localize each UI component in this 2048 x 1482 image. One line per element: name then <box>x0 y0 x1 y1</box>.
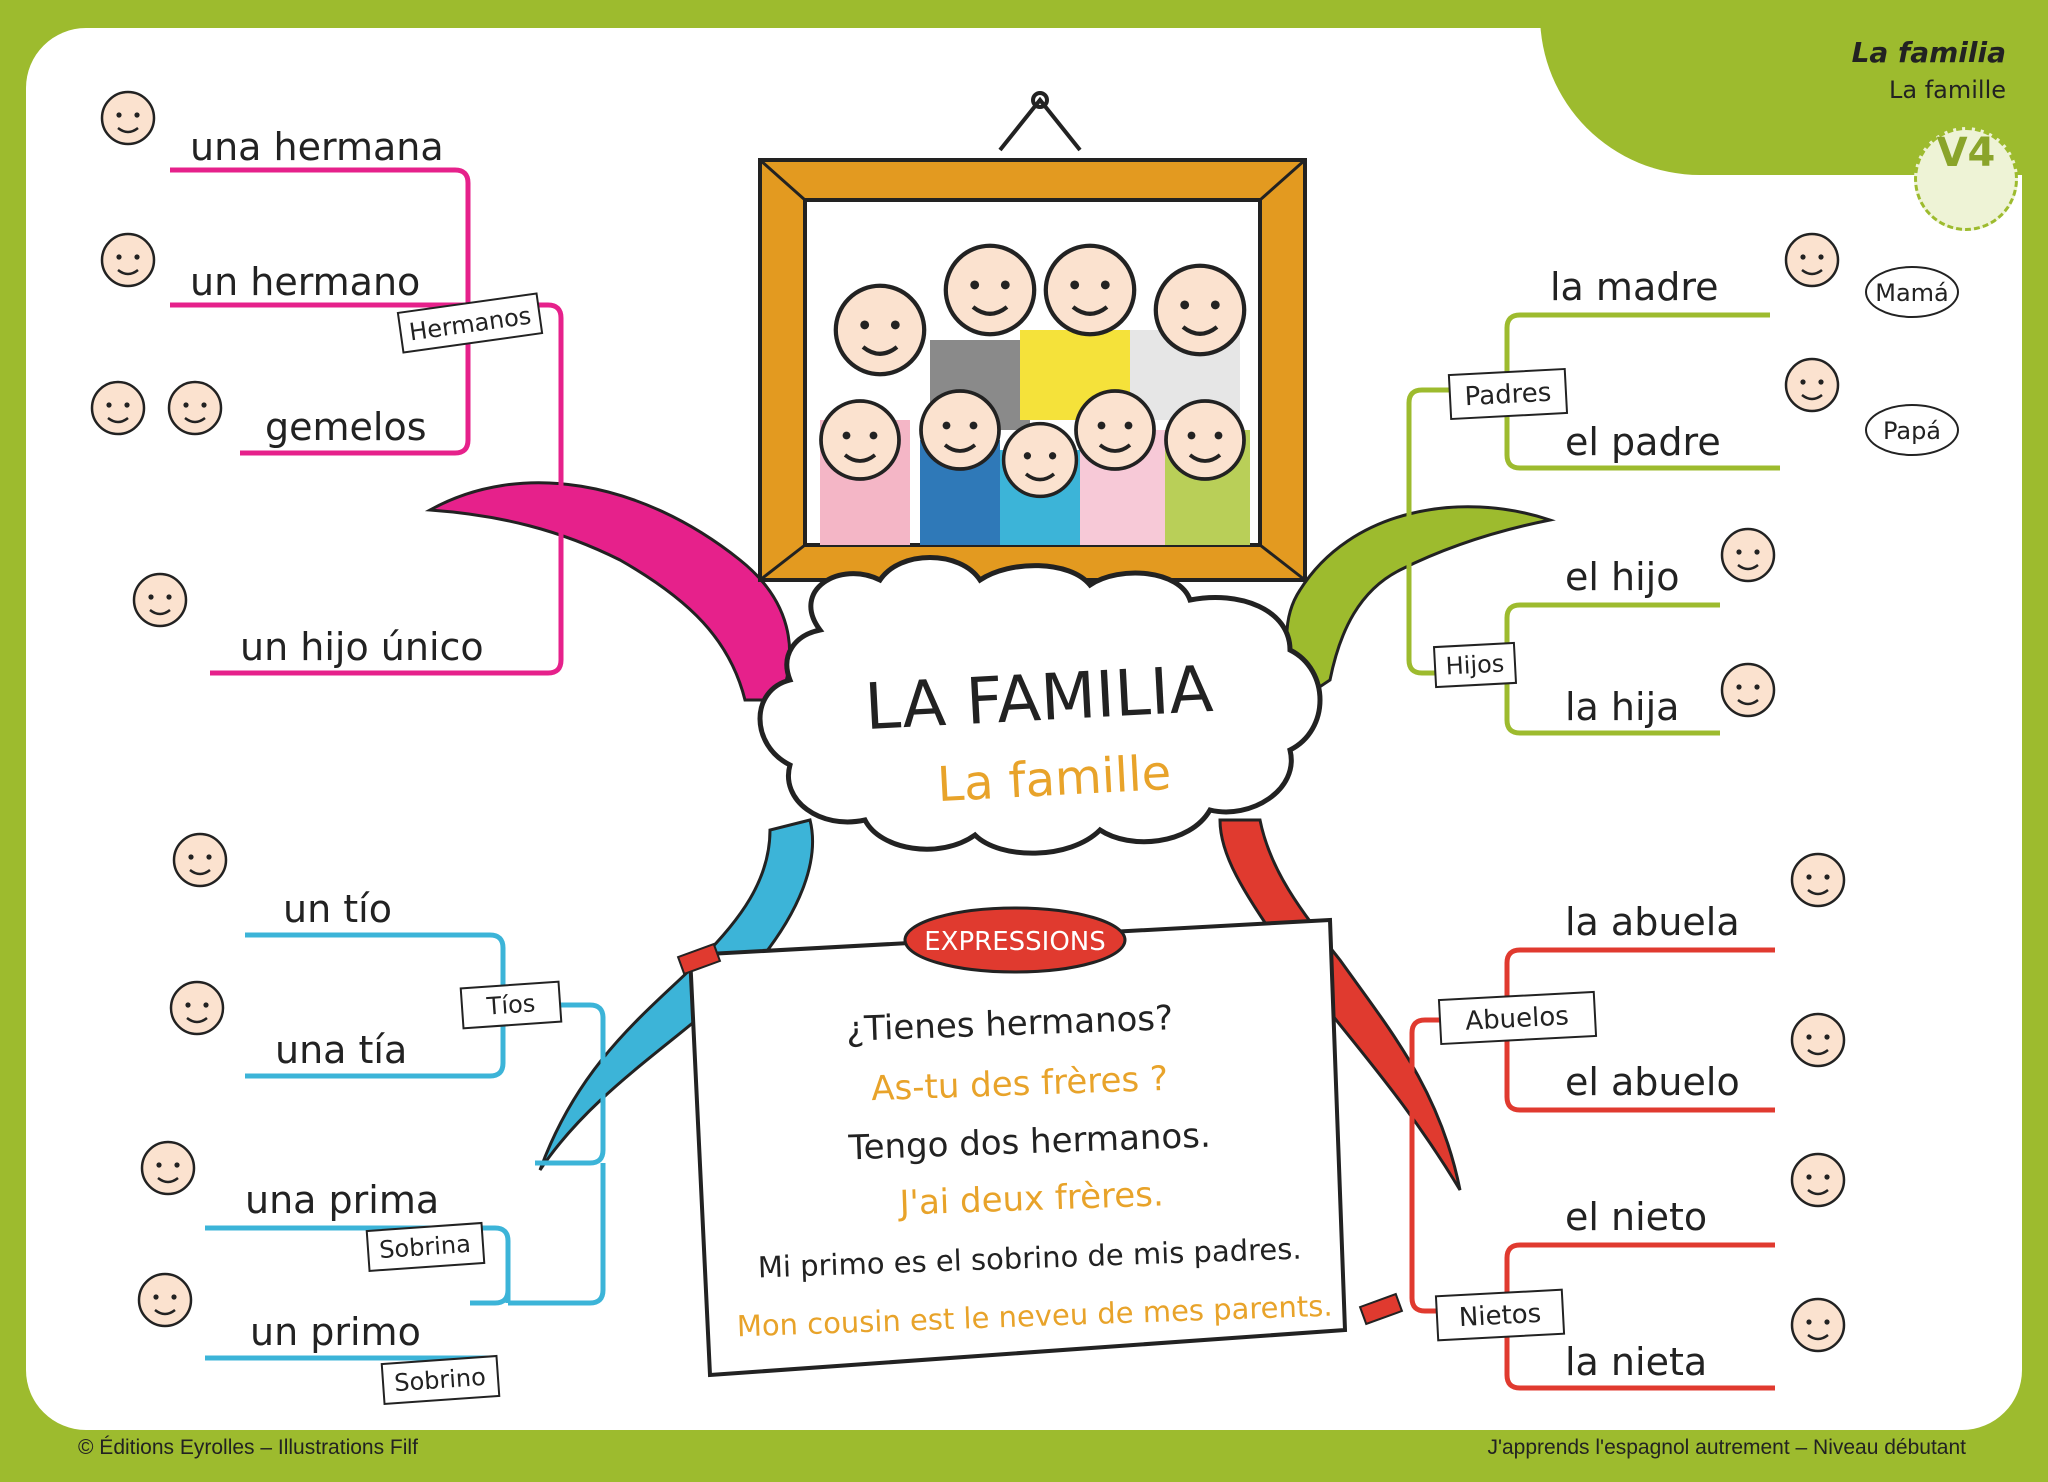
tag-tios-box <box>459 980 563 1030</box>
word-un-primo: un primo <box>250 1310 421 1354</box>
tag-abuelos: Abuelos <box>1465 1001 1570 1036</box>
word-el-padre: el padre <box>1565 420 1721 464</box>
word-el-nieto: el nieto <box>1565 1195 1707 1239</box>
header-subtitle: La famille <box>1888 76 2006 104</box>
word-gemelos: gemelos <box>265 405 427 449</box>
bubble-mama: Mamá <box>1875 279 1949 307</box>
center-subtitle: La famille <box>936 745 1173 813</box>
center-title: LA FAMILIA <box>863 653 1215 745</box>
tag-sobrina: Sobrina <box>378 1230 471 1264</box>
word-la-madre: la madre <box>1550 265 1719 309</box>
tag-abuelos-box <box>1437 990 1598 1046</box>
word-un-hermano: un hermano <box>190 260 420 304</box>
word-una-prima: una prima <box>245 1178 439 1222</box>
word-una-hermana: una hermana <box>190 125 444 169</box>
tag-hermanos-box <box>396 292 544 354</box>
branch-abuelos <box>1218 818 1462 1191</box>
word-un-hijo-unico: un hijo único <box>240 625 484 669</box>
word-la-nieta: la nieta <box>1565 1340 1707 1384</box>
tag-padres-box <box>1447 367 1569 421</box>
tag-tios: Tíos <box>485 989 536 1020</box>
level-badge: V4 <box>1914 127 2018 231</box>
tag-hijos-box <box>1432 641 1518 689</box>
word-la-hija: la hija <box>1565 685 1679 729</box>
tag-hijos: Hijos <box>1445 649 1505 680</box>
center-cloud <box>757 555 1323 856</box>
footer-credit: © Éditions Eyrolles – Illustrations Filf <box>78 1436 418 1459</box>
portrait-people <box>819 246 1250 545</box>
expression-line: J'ai deux frères. <box>897 1174 1164 1223</box>
tag-sobrino-box <box>380 1354 501 1405</box>
family-portrait-frame <box>758 91 1307 582</box>
tag-sobrina-box <box>365 1221 486 1272</box>
tag-sobrino: Sobrino <box>393 1363 486 1397</box>
expressions-note <box>676 906 1404 1378</box>
avatar <box>1790 852 1846 1353</box>
tag-padres: Padres <box>1464 378 1552 412</box>
footer-series: J'apprends l'espagnol autrement – Niveau… <box>1487 1436 1966 1459</box>
bubble-papa: Papá <box>1883 417 1941 445</box>
tag-nietos: Nietos <box>1458 1299 1542 1333</box>
word-el-hijo: el hijo <box>1565 555 1679 599</box>
header-title: La familia <box>1851 36 2006 69</box>
expressions-heading: EXPRESSIONS <box>924 927 1106 957</box>
tag-nietos-box <box>1434 1288 1566 1342</box>
word-un-tio: un tío <box>283 887 392 931</box>
word-la-abuela: la abuela <box>1565 900 1740 944</box>
branch-hermanos <box>424 481 792 702</box>
word-el-abuelo: el abuelo <box>1565 1060 1740 1104</box>
avatar <box>1720 232 1840 718</box>
branch-tios <box>538 818 815 1171</box>
avatar <box>137 832 228 1328</box>
word-una-tia: una tía <box>275 1028 407 1072</box>
